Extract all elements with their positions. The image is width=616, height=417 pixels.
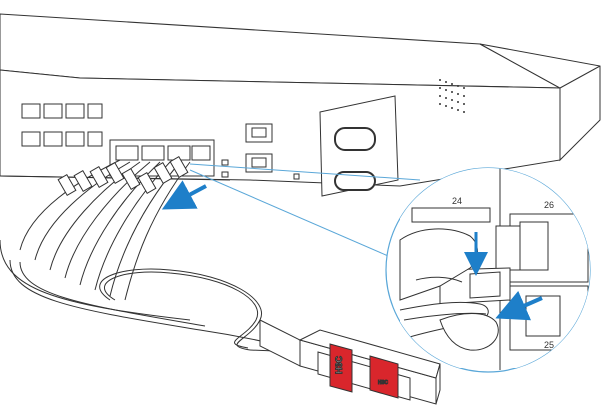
management-ports [221,123,300,180]
pull-direction-arrow [161,180,207,210]
port-label-26: 26 [544,200,554,210]
port-label-25: 25 [544,340,554,350]
rj45-port-block [21,103,103,147]
callout-leader-lines [189,163,421,263]
switch-chassis [0,13,601,187]
qsfp-module: H3C H3C [259,319,441,405]
magnified-callout: 24 26 25 [385,167,591,373]
qsfp-port-bank [109,139,215,177]
module-brand-mark-left: H3C [334,355,344,374]
rack-ear [319,95,399,197]
module-brand-mark-right: H3C [378,380,388,386]
vent-grill [439,79,465,113]
port-label-24: 24 [452,196,462,206]
